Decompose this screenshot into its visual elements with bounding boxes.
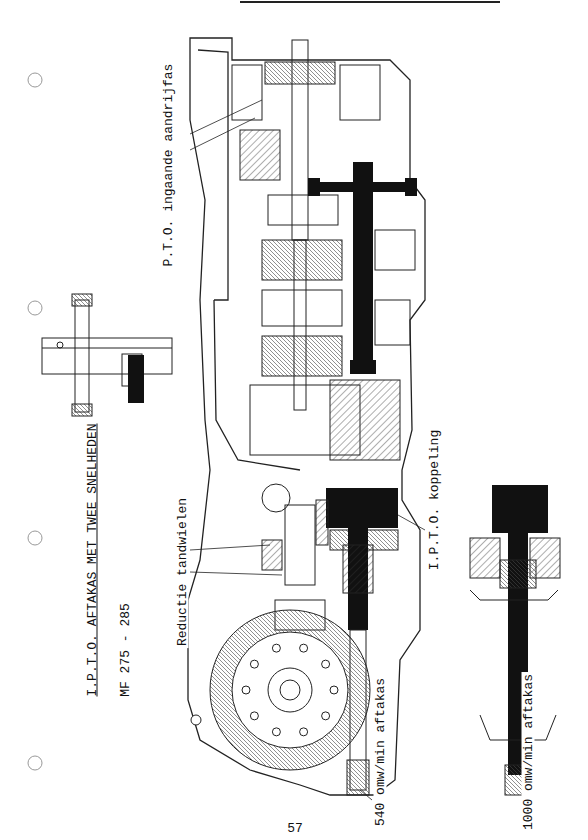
part-name: Reductie tandwielen <box>176 496 189 648</box>
model-number: MF 275 - 285 <box>119 601 132 699</box>
part-name: P.T.O. ingaande aandrijfas <box>162 62 175 269</box>
page-title: I.P.T.O. AFTAKAS MET TWEE SNELHEDEN <box>86 421 99 698</box>
part-name: 540 omw/min aftakas <box>374 676 387 828</box>
part-name: 1000 omw/min aftakas <box>522 672 535 832</box>
page-number: 57 <box>285 822 305 835</box>
part-name: I.P.T.O. koppeling <box>428 428 441 572</box>
